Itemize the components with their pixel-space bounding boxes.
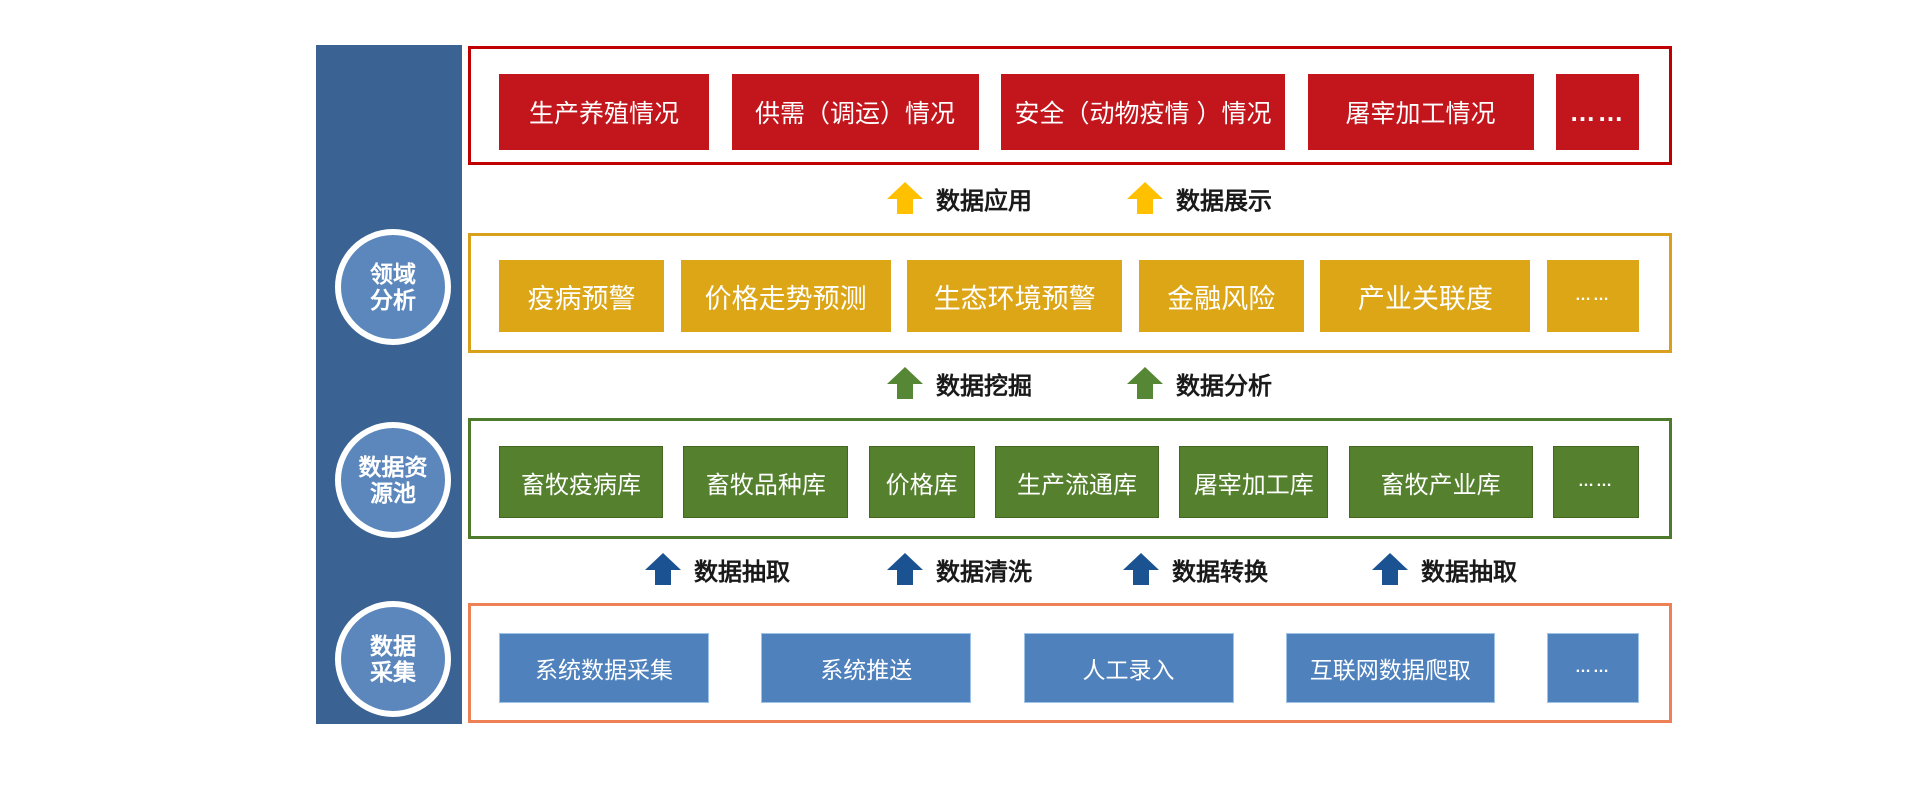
layer-box: 畜牧产业库 [1348, 446, 1533, 518]
layer-box: 生产流通库 [994, 446, 1159, 518]
layer-box: 系统数据采集 [499, 633, 709, 703]
layer-box: 生产养殖情况 [499, 74, 709, 150]
layer-box: 金融风险 [1138, 260, 1304, 332]
up-arrow-icon [887, 552, 923, 586]
process-arrow-group: 数据展示 [1127, 181, 1272, 215]
layer-box: 互联网数据爬取 [1285, 633, 1495, 703]
up-arrow-icon [645, 552, 681, 586]
stage-badge-label: 分析 [370, 287, 416, 313]
stage-badge-label: 领域 [370, 260, 416, 287]
process-arrow-label: 数据展示 [1176, 187, 1272, 215]
up-arrow-icon [887, 366, 923, 400]
process-arrow-label: 数据挖掘 [936, 372, 1032, 400]
layer-box: 屠宰加工库 [1179, 446, 1329, 518]
layer-box: 产业关联度 [1320, 260, 1531, 332]
process-arrow-label: 数据应用 [936, 187, 1032, 215]
layer-domain-analysis: 疫病预警价格走势预测生态环境预警金融风险产业关联度…… [468, 233, 1672, 353]
layer-box: 系统推送 [761, 633, 972, 703]
layer-box: 疫病预警 [499, 260, 664, 332]
up-arrow-icon [1127, 366, 1163, 400]
up-arrow-icon [1123, 552, 1159, 586]
ellipsis-box: …… [1546, 260, 1639, 332]
layer-box: 人工录入 [1023, 633, 1234, 703]
stage-badge-label: 源池 [370, 480, 416, 506]
process-arrow-group: 数据应用 [887, 181, 1032, 215]
process-arrow-group: 数据转换 [1123, 552, 1268, 586]
ellipsis-box: …… [1547, 633, 1639, 703]
layer-business-status: 生产养殖情况供需（调运）情况安全（动物疫情 ）情况屠宰加工情况 …… [468, 46, 1672, 165]
stage-badge-data-resource-pool: 数据资源池 [335, 422, 451, 538]
layer-box: 价格库 [868, 446, 975, 518]
stage-badge-label: 数据 [370, 632, 416, 659]
layer-data-resource-pool: 畜牧疫病库畜牧品种库价格库生产流通库屠宰加工库畜牧产业库 …… [468, 418, 1672, 539]
process-arrow-group: 数据抽取 [645, 552, 790, 586]
layer-box: 畜牧品种库 [683, 446, 849, 518]
ellipsis-box: …… [1552, 446, 1639, 518]
process-arrow-group: 数据抽取 [1372, 552, 1517, 586]
layer-data-collection: 系统数据采集系统推送人工录入互联网数据爬取 …… [468, 603, 1672, 723]
process-arrow-group: 数据清洗 [887, 552, 1032, 586]
process-arrow-group: 数据挖掘 [887, 366, 1032, 400]
stage-badge-data-collection: 数据采集 [335, 601, 451, 717]
up-arrow-icon [887, 181, 923, 215]
stage-badge-label: 采集 [370, 659, 416, 685]
layer-box: 供需（调运）情况 [731, 74, 979, 150]
process-arrow-group: 数据分析 [1127, 366, 1272, 400]
up-arrow-icon [1372, 552, 1408, 586]
process-arrow-label: 数据抽取 [694, 558, 790, 586]
ellipsis-box: …… [1556, 74, 1639, 150]
process-arrow-label: 数据清洗 [936, 558, 1032, 586]
stage-badge-domain-analysis: 领域分析 [335, 229, 451, 345]
stage-badge-label: 数据资 [358, 453, 428, 480]
process-arrow-label: 数据转换 [1172, 558, 1268, 586]
layer-box: 生态环境预警 [907, 260, 1123, 332]
layer-box: 畜牧疫病库 [499, 446, 663, 518]
layer-box: 价格走势预测 [680, 260, 891, 332]
layer-box: 安全（动物疫情 ）情况 [1001, 74, 1285, 150]
process-arrow-label: 数据分析 [1176, 372, 1272, 400]
layer-box: 屠宰加工情况 [1307, 74, 1534, 150]
up-arrow-icon [1127, 181, 1163, 215]
process-arrow-label: 数据抽取 [1421, 558, 1517, 586]
